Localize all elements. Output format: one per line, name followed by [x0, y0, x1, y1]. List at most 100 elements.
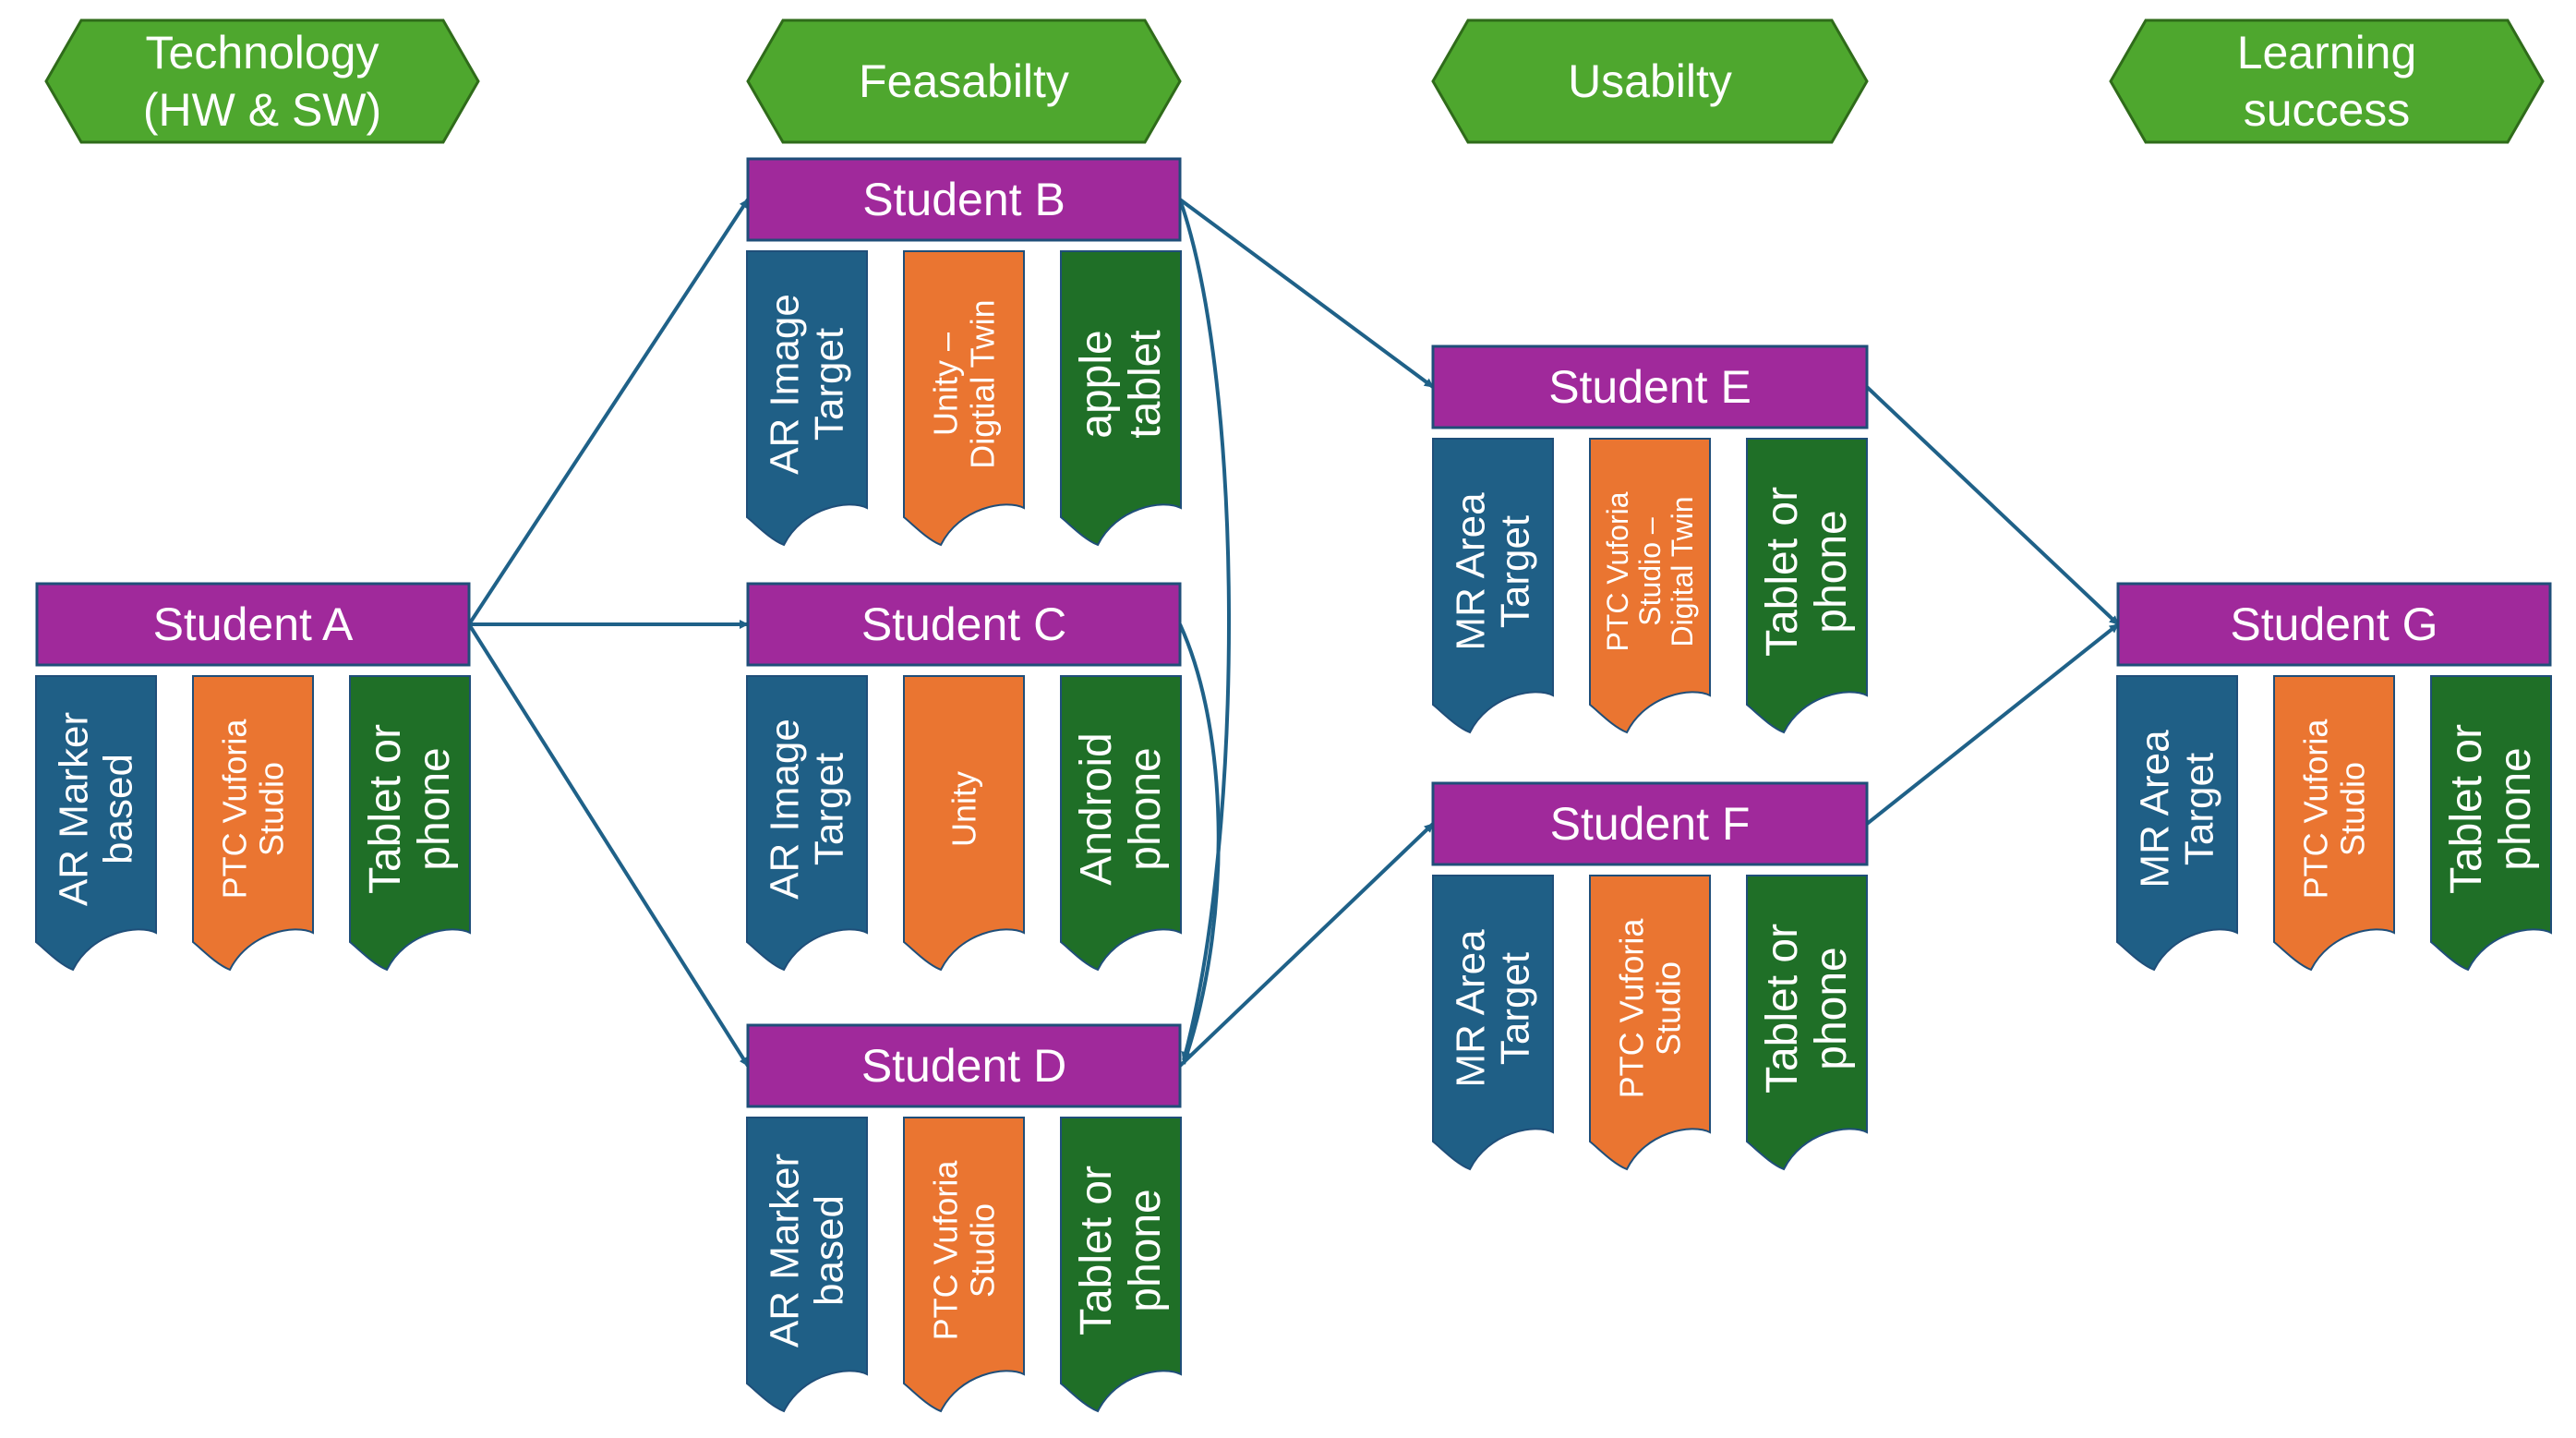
tag-shape	[746, 675, 868, 972]
tag-shape	[746, 1117, 868, 1413]
student-a-tag-blue: AR Markerbased	[35, 675, 157, 972]
tag-text-line: Digtial Twin	[963, 299, 1001, 468]
tag-text: AR ImageTarget	[762, 719, 851, 900]
student-a-tag-orange: PTC VuforiaStudio	[192, 675, 314, 972]
tag-text-line: Android	[1072, 732, 1121, 885]
student-g-tag-blue: MR AreaTarget	[2116, 675, 2238, 972]
student-a: Student A AR Markerbased PTC VuforiaStudio…	[35, 582, 471, 972]
header-usability-line: Usabilty	[1568, 55, 1732, 107]
tag-text: Unity	[945, 771, 983, 847]
header-feasibility-line: Feasabilty	[859, 55, 1069, 107]
arrow-a-to-d	[467, 622, 750, 1068]
tag-text-line: Tablet or	[1758, 487, 1807, 657]
student-g-tag-orange: PTC VuforiaStudio	[2273, 675, 2395, 972]
tag-shape	[1060, 675, 1182, 972]
tag-text: Tablet orphone	[361, 724, 459, 894]
tag-text-line: Unity	[945, 771, 983, 847]
tag-text: Tablet orphone	[2442, 724, 2540, 894]
tag-text: PTC VuforiaStudio	[1613, 918, 1688, 1099]
student-e-box	[1431, 344, 1869, 429]
tag-text-line: tablet	[1121, 330, 1170, 438]
tag-shape	[903, 1117, 1025, 1413]
tag-text: Tablet orphone	[1758, 487, 1856, 657]
student-b-label: Student B	[862, 174, 1065, 225]
tag-text-line: PTC Vuforia	[2297, 719, 2335, 900]
tag-shape	[2116, 675, 2238, 972]
tag-shape	[2430, 675, 2552, 972]
student-e-tag-orange: PTC VuforiaStudio –Digital Twin	[1589, 438, 1711, 734]
tag-shape	[746, 250, 868, 547]
tag-text: AR Markerbased	[762, 1154, 851, 1347]
tag-text: PTC VuforiaStudio	[216, 719, 291, 900]
tag-text-line: phone	[410, 747, 459, 870]
tag-text-line: MR Area	[2132, 730, 2177, 888]
tag-shape	[1746, 875, 1868, 1171]
student-g-box	[2116, 582, 2552, 667]
tag-text-line: AR Image	[762, 719, 807, 900]
arrow-b-to-e	[1178, 198, 1435, 389]
student-f-tag-orange: PTC VuforiaStudio	[1589, 875, 1711, 1171]
tag-text-line: Tablet or	[2442, 724, 2491, 894]
student-d-tag-blue: AR Markerbased	[746, 1117, 868, 1413]
tag-shape	[1432, 438, 1554, 734]
tag-text: MR AreaTarget	[1448, 929, 1537, 1088]
student-d-tag-orange: PTC VuforiaStudio	[903, 1117, 1025, 1413]
student-b-box	[746, 157, 1182, 242]
student-e-tag-green: Tablet orphone	[1746, 438, 1868, 734]
tag-shape	[2273, 675, 2395, 972]
header-feasibility: Feasabilty	[746, 18, 1182, 144]
tag-text: Tablet orphone	[1758, 924, 1856, 1094]
arrow-b-to-d	[1178, 199, 1231, 1061]
tag-text-line: Target	[1493, 952, 1538, 1065]
tag-text-line: phone	[1807, 947, 1856, 1069]
arrow-e-to-g	[1865, 385, 2120, 626]
tag-text-line: Studio	[252, 762, 290, 856]
header-learning-line: success	[2244, 84, 2411, 136]
tag-text-line: Studio –	[1633, 517, 1667, 626]
tag-shape	[35, 675, 157, 972]
student-f-tag-blue: MR AreaTarget	[1432, 875, 1554, 1171]
student-a-label: Student A	[153, 598, 354, 650]
tag-text-line: Target	[1493, 515, 1538, 628]
tag-shape	[903, 675, 1025, 972]
student-a-tag-green: Tablet orphone	[349, 675, 471, 972]
student-g-tag-green: Tablet orphone	[2430, 675, 2552, 972]
tag-text-line: PTC Vuforia	[927, 1160, 965, 1341]
tag-text-line: phone	[1807, 510, 1856, 633]
tag-text-line: phone	[1121, 1189, 1170, 1311]
tag-shape	[192, 675, 314, 972]
tag-text-line: PTC Vuforia	[1601, 491, 1634, 651]
tag-shape	[1432, 875, 1554, 1171]
student-g: Student G MR AreaTarget PTC VuforiaStudio T…	[2116, 582, 2552, 972]
tag-shape	[1060, 1117, 1182, 1413]
student-f-tag-green: Tablet orphone	[1746, 875, 1868, 1171]
tag-text-line: Studio	[1649, 961, 1687, 1056]
tag-text-line: phone	[2491, 747, 2540, 870]
student-f-label: Student F	[1550, 798, 1751, 850]
student-c: Student C AR ImageTarget Unity Androidphone	[746, 582, 1182, 972]
tag-text-line: Target	[2177, 753, 2222, 865]
header-technology: Technology(HW & SW)	[44, 18, 480, 144]
tag-text-line: PTC Vuforia	[1613, 918, 1651, 1099]
tag-text: PTC VuforiaStudio	[927, 1160, 1002, 1341]
tag-shape	[349, 675, 471, 972]
tag-text-line: Studio	[2333, 762, 2371, 856]
tag-text-line: phone	[1121, 747, 1170, 870]
header-feasibility-banner	[746, 18, 1182, 144]
tag-text-line: Tablet or	[1758, 924, 1807, 1094]
tag-text: Unity –Digtial Twin	[927, 299, 1002, 468]
tag-shape	[903, 250, 1025, 547]
arrow-a-to-b	[467, 198, 750, 626]
student-g-label: Student G	[2230, 598, 2438, 650]
student-c-label: Student C	[861, 598, 1066, 650]
header-usability-banner	[1431, 18, 1869, 144]
tag-text: AR Markerbased	[51, 712, 140, 906]
tag-text-line: PTC Vuforia	[216, 719, 254, 900]
tag-text-line: Digital Twin	[1666, 496, 1699, 646]
arrow-c-to-d	[1178, 623, 1221, 1065]
header-technology-line: Technology	[146, 27, 379, 79]
